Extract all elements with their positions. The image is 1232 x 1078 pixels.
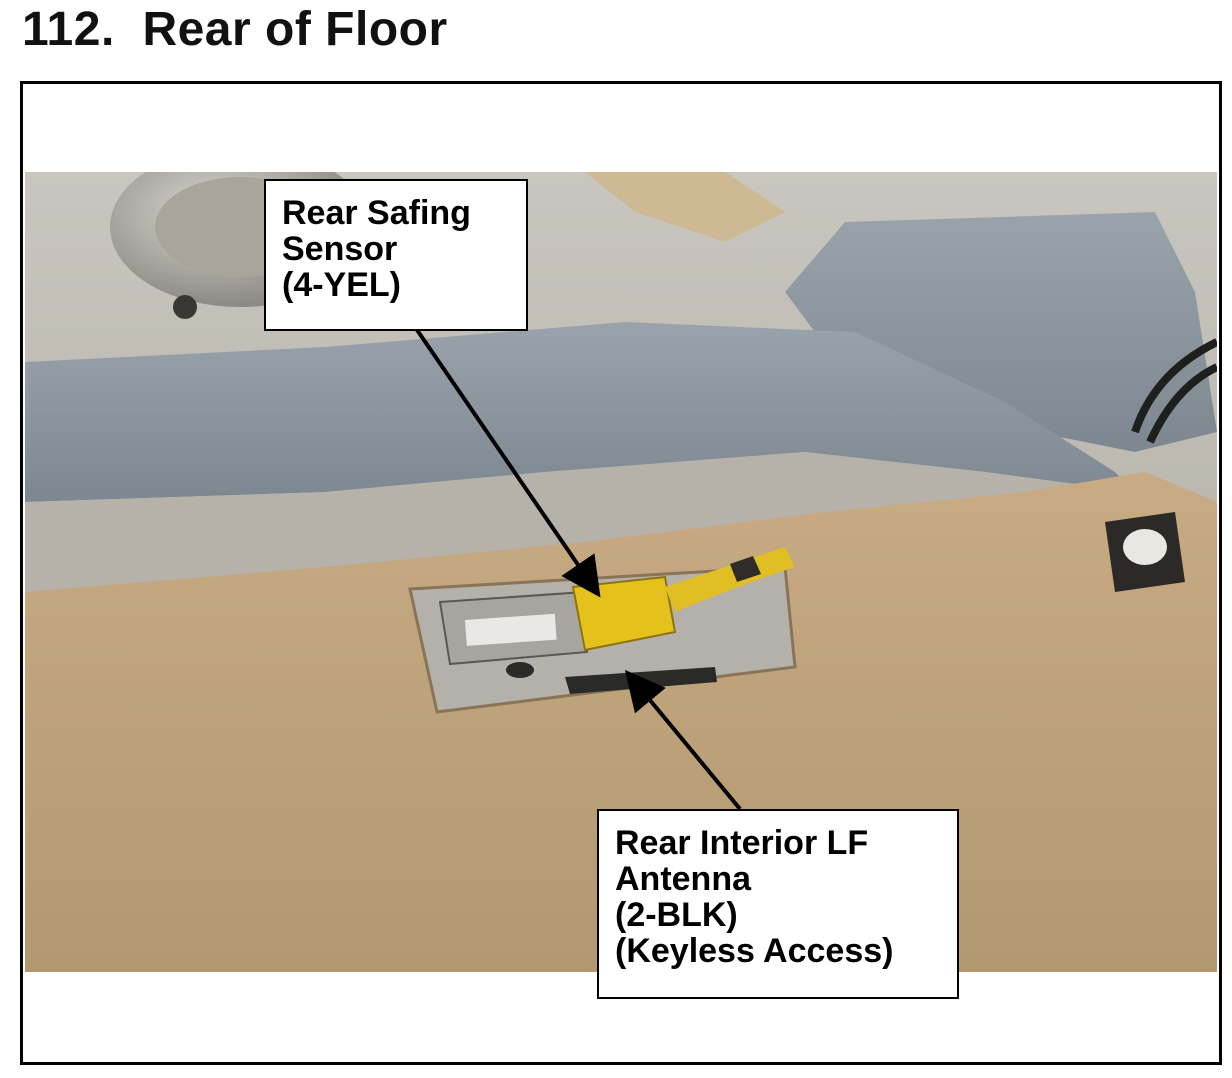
callout-line: Sensor (282, 230, 398, 268)
callout-line: Rear Interior LF (615, 824, 869, 862)
callout-line: (4-YEL) (282, 266, 401, 304)
callout-rear-interior-lf-antenna: Rear Interior LF Antenna (2-BLK) (Keyles… (597, 809, 959, 999)
figure-frame: Rear Safing Sensor (4-YEL) Rear Interior… (20, 81, 1222, 1065)
callout-rear-safing-sensor: Rear Safing Sensor (4-YEL) (264, 179, 528, 331)
callout-line: (2-BLK) (615, 896, 738, 934)
callout-line: (Keyless Access) (615, 932, 894, 970)
callout-line: Rear Safing (282, 194, 471, 232)
page-title: 112. Rear of Floor (22, 3, 448, 56)
callout-line: Antenna (615, 860, 751, 898)
